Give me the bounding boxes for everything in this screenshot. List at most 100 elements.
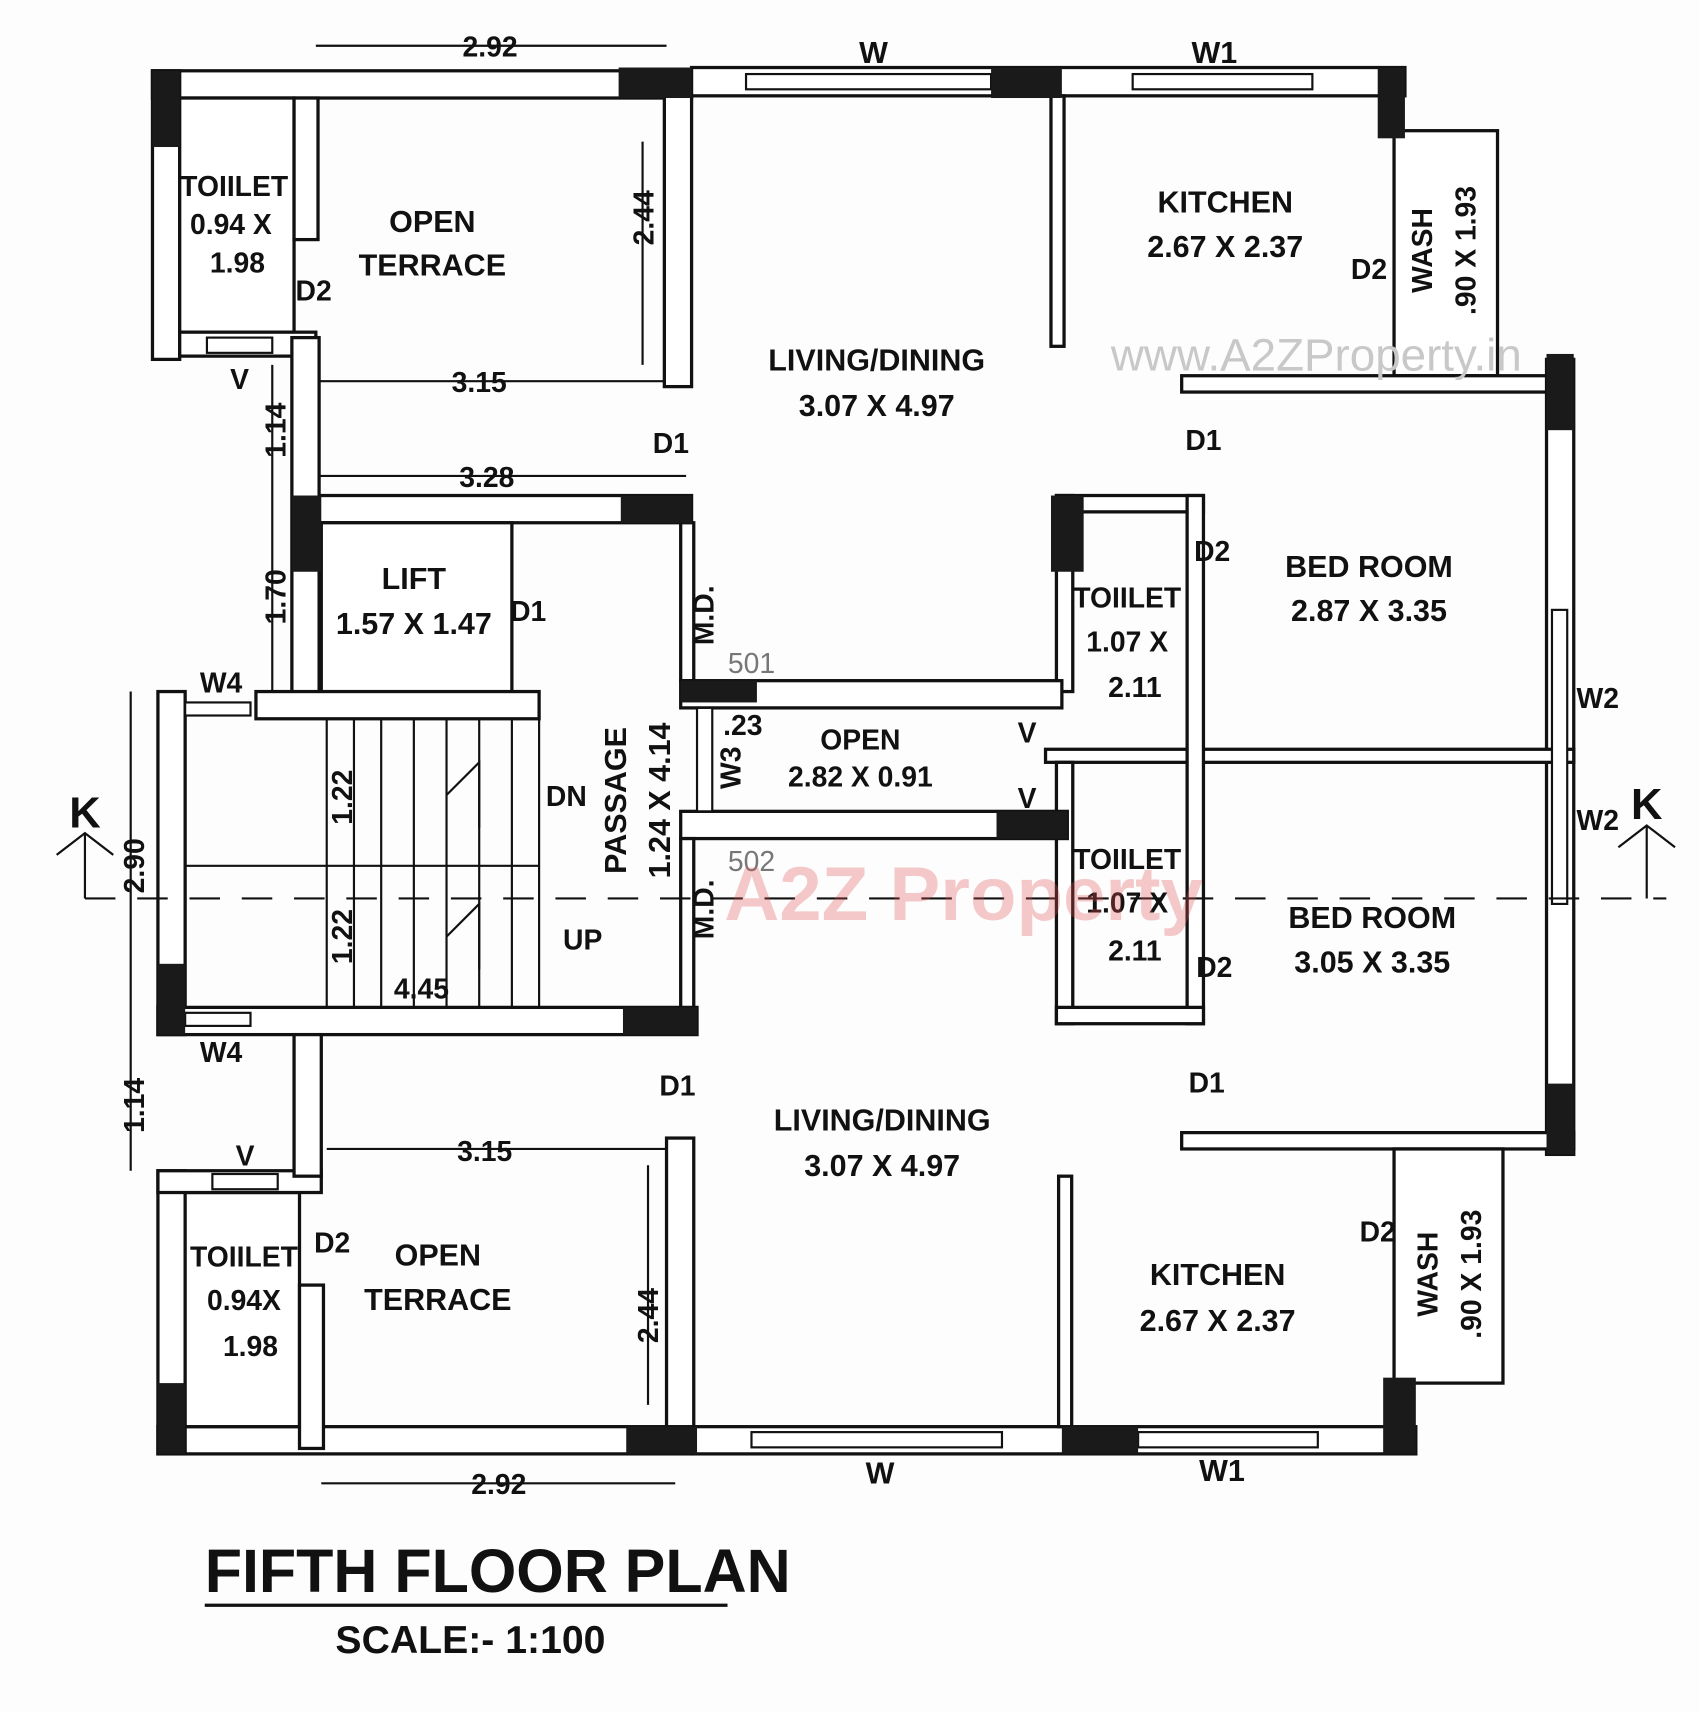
svg-text:2.92: 2.92 xyxy=(463,31,518,63)
svg-text:2.11: 2.11 xyxy=(1108,935,1162,967)
room-passage: PASSAGE 1.24 X 4.14 xyxy=(599,722,677,878)
svg-text:DN: DN xyxy=(546,780,587,812)
svg-text:D2: D2 xyxy=(1196,951,1232,983)
svg-text:1.07 X: 1.07 X xyxy=(1086,887,1168,919)
svg-text:.90 X 1.93: .90 X 1.93 xyxy=(1455,1210,1487,1339)
svg-text:1.98: 1.98 xyxy=(223,1330,278,1362)
room-open-terrace-lower: OPEN TERRACE xyxy=(364,1238,511,1317)
svg-text:2.92: 2.92 xyxy=(471,1468,526,1500)
svg-text:TOIILET: TOIILET xyxy=(1073,843,1181,875)
svg-text:2.44: 2.44 xyxy=(627,190,659,245)
dimension-labels: 2.92 2.92 3.15 3.15 3.28 4.45 .23 2.44 2… xyxy=(118,31,763,1501)
svg-text:1.22: 1.22 xyxy=(326,770,358,825)
svg-text:V: V xyxy=(1018,782,1037,814)
svg-text:BED ROOM: BED ROOM xyxy=(1288,901,1456,935)
svg-text:2.90: 2.90 xyxy=(118,838,150,893)
svg-text:1.14: 1.14 xyxy=(118,1078,150,1133)
svg-text:3.28: 3.28 xyxy=(459,461,514,493)
dimension-lines xyxy=(84,44,1667,1485)
svg-text:.90 X 1.93: .90 X 1.93 xyxy=(1450,186,1482,315)
svg-text:D2: D2 xyxy=(314,1226,350,1258)
svg-text:2.44: 2.44 xyxy=(632,1288,664,1343)
svg-text:D1: D1 xyxy=(659,1070,695,1102)
svg-text:3.15: 3.15 xyxy=(452,366,507,398)
room-toilet-mid-upper: TOIILET 1.07 X 2.11 xyxy=(1073,582,1181,703)
svg-text:W1: W1 xyxy=(1199,1454,1245,1488)
svg-text:3.05 X 3.35: 3.05 X 3.35 xyxy=(1294,946,1450,980)
svg-text:D1: D1 xyxy=(653,427,689,459)
svg-text:0.94X: 0.94X xyxy=(207,1284,281,1316)
room-open: OPEN 2.82 X 0.91 xyxy=(788,723,933,792)
svg-text:1.22: 1.22 xyxy=(326,909,358,964)
svg-text:V: V xyxy=(1018,717,1037,749)
svg-text:TOIILET: TOIILET xyxy=(190,1241,298,1273)
plan-title: FIFTH FLOOR PLAN xyxy=(205,1537,791,1605)
svg-text:OPEN: OPEN xyxy=(395,1238,481,1272)
svg-text:M.D.: M.D. xyxy=(687,879,719,939)
svg-text:W4: W4 xyxy=(200,667,243,699)
svg-text:KITCHEN: KITCHEN xyxy=(1157,185,1292,219)
section-marker-left: K xyxy=(55,790,114,899)
opening-labels: W W1 W W1 W2 W2 W4 W4 D2 D2 D2 D2 D2 D2 … xyxy=(200,36,1619,1490)
room-bedroom-upper: BED ROOM 2.87 X 3.35 xyxy=(1285,550,1453,628)
room-toilet-mid-lower: TOIILET 1.07 X 2.11 xyxy=(1073,843,1181,966)
svg-text:WASH: WASH xyxy=(1412,1232,1444,1317)
svg-text:3.15: 3.15 xyxy=(457,1135,512,1167)
svg-text:TOIILET: TOIILET xyxy=(180,170,288,202)
svg-text:1.07 X: 1.07 X xyxy=(1086,625,1168,657)
svg-text:3.07 X 4.97: 3.07 X 4.97 xyxy=(799,389,955,423)
svg-text:LIVING/DINING: LIVING/DINING xyxy=(774,1103,991,1137)
svg-text:4.45: 4.45 xyxy=(394,973,449,1005)
room-toilet-lower-left: TOIILET 0.94X 1.98 xyxy=(190,1241,298,1362)
svg-text:LIVING/DINING: LIVING/DINING xyxy=(768,343,985,377)
svg-text:D1: D1 xyxy=(510,595,546,627)
svg-text:M.D.: M.D. xyxy=(687,585,719,645)
svg-text:D2: D2 xyxy=(1194,535,1230,567)
svg-text:1.98: 1.98 xyxy=(210,246,265,278)
svg-text:3.07 X 4.97: 3.07 X 4.97 xyxy=(804,1149,960,1183)
svg-text:2.82 X 0.91: 2.82 X 0.91 xyxy=(788,760,933,792)
svg-text:V: V xyxy=(230,363,249,395)
svg-text:PASSAGE: PASSAGE xyxy=(599,727,633,874)
svg-text:V: V xyxy=(236,1139,255,1171)
svg-text:0.94 X: 0.94 X xyxy=(190,208,272,240)
windows xyxy=(184,72,1569,1449)
svg-text:KITCHEN: KITCHEN xyxy=(1150,1258,1285,1292)
svg-text:W2: W2 xyxy=(1576,804,1618,836)
room-kitchen-lower: KITCHEN 2.67 X 2.37 xyxy=(1140,1258,1296,1338)
svg-text:WASH: WASH xyxy=(1406,208,1438,293)
svg-text:UP: UP xyxy=(563,924,602,956)
plan-scale: SCALE:- 1:100 xyxy=(335,1619,605,1662)
svg-text:TERRACE: TERRACE xyxy=(359,249,506,283)
room-wash-lower: WASH .90 X 1.93 xyxy=(1412,1210,1488,1339)
svg-text:1.57 X 1.47: 1.57 X 1.47 xyxy=(336,607,492,641)
staircase xyxy=(185,718,541,1008)
section-marker-right: K xyxy=(1617,781,1676,899)
svg-text:K: K xyxy=(1631,781,1663,829)
watermark-url: www.A2ZProperty.in xyxy=(1110,329,1522,380)
svg-text:TERRACE: TERRACE xyxy=(364,1283,511,1317)
svg-text:2.87 X 3.35: 2.87 X 3.35 xyxy=(1291,594,1447,628)
svg-text:OPEN: OPEN xyxy=(820,723,900,755)
svg-text:TOIILET: TOIILET xyxy=(1073,582,1181,614)
room-toilet-upper-left: TOIILET 0.94 X 1.98 xyxy=(180,170,288,278)
room-lift: LIFT 1.57 X 1.47 xyxy=(336,562,492,641)
svg-text:OPEN: OPEN xyxy=(389,205,475,239)
svg-text:W2: W2 xyxy=(1576,682,1618,714)
room-living-dining-upper: LIVING/DINING 3.07 X 4.97 xyxy=(768,343,985,423)
svg-text:.23: .23 xyxy=(723,709,762,741)
svg-text:BED ROOM: BED ROOM xyxy=(1285,550,1453,584)
svg-text:W: W xyxy=(859,36,888,70)
flat-number-501: 501 xyxy=(728,647,775,679)
svg-text:A2Z Property: A2Z Property xyxy=(724,852,1203,937)
svg-text:D1: D1 xyxy=(1189,1066,1225,1098)
svg-text:LIFT: LIFT xyxy=(382,562,447,596)
svg-text:W1: W1 xyxy=(1191,36,1237,70)
svg-text:K: K xyxy=(69,790,101,838)
svg-text:W4: W4 xyxy=(200,1036,243,1068)
svg-text:D2: D2 xyxy=(1360,1216,1396,1248)
room-kitchen-upper: KITCHEN 2.67 X 2.37 xyxy=(1147,185,1303,264)
svg-text:D2: D2 xyxy=(296,275,332,307)
svg-text:2.11: 2.11 xyxy=(1108,671,1162,703)
